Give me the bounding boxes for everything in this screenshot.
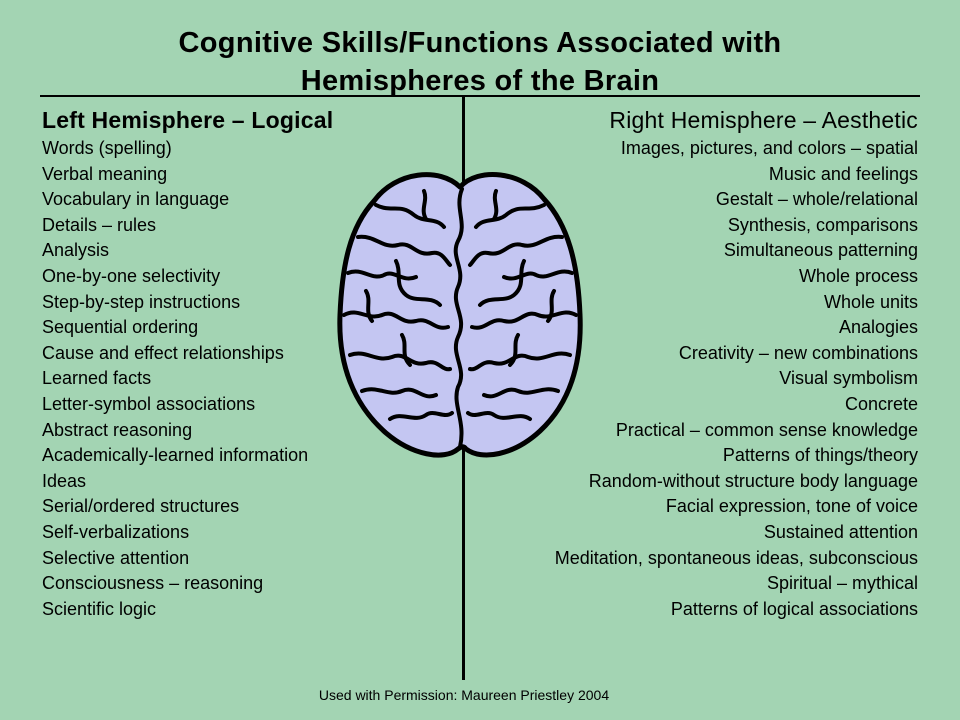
list-item: Patterns of things/theory bbox=[722, 445, 918, 466]
list-item: Synthesis, comparisons bbox=[727, 214, 918, 235]
list-item: Abstract reasoning bbox=[42, 419, 193, 440]
list-item: Verbal meaning bbox=[42, 163, 168, 184]
attribution: Used with Permission: Maureen Priestley … bbox=[318, 687, 610, 703]
right-heading: Right Hemisphere – Aesthetic bbox=[609, 107, 918, 133]
list-item: Whole process bbox=[798, 265, 918, 286]
list-item: Visual symbolism bbox=[779, 368, 918, 389]
list-item: Analysis bbox=[42, 240, 110, 261]
list-item: Facial expression, tone of voice bbox=[665, 496, 918, 517]
list-item: Spiritual – mythical bbox=[766, 573, 918, 594]
list-item: Cause and effect relationships bbox=[42, 342, 284, 363]
title-rule bbox=[40, 95, 920, 97]
list-item: Creativity – new combinations bbox=[678, 342, 918, 363]
list-item: Words (spelling) bbox=[42, 138, 172, 158]
right-hemisphere-column: Right Hemisphere – Aesthetic Images, pic… bbox=[478, 104, 918, 622]
list-item: Whole units bbox=[823, 291, 918, 312]
right-skill-list: Images, pictures, and colors – spatial M… bbox=[478, 136, 918, 622]
list-item: Details – rules bbox=[42, 214, 157, 235]
list-item: Concrete bbox=[844, 393, 918, 414]
list-item: Serial/ordered structures bbox=[42, 496, 240, 517]
brain-folds bbox=[342, 187, 578, 449]
list-item: Academically-learned information bbox=[42, 445, 309, 466]
list-item: Practical – common sense knowledge bbox=[615, 419, 918, 440]
list-item: Random-without structure body language bbox=[588, 470, 918, 491]
list-item: Patterns of logical associations bbox=[670, 598, 918, 619]
list-item: Ideas bbox=[42, 470, 87, 491]
list-item: Meditation, spontaneous ideas, subconsci… bbox=[554, 547, 918, 568]
brain-icon bbox=[337, 172, 583, 458]
left-hemisphere-column: Left Hemisphere – Logical Words (spellin… bbox=[42, 104, 462, 622]
list-item: Gestalt – whole/relational bbox=[715, 189, 918, 210]
list-item: Sequential ordering bbox=[42, 317, 199, 338]
list-item: Scientific logic bbox=[42, 598, 157, 619]
list-item: Self-verbalizations bbox=[42, 521, 190, 542]
title-line-1: Cognitive Skills/Functions Associated wi… bbox=[178, 27, 782, 60]
list-item: Sustained attention bbox=[763, 521, 918, 542]
page-title: Cognitive Skills/Functions Associated wi… bbox=[0, 24, 960, 100]
list-item: Learned facts bbox=[42, 368, 152, 389]
list-item: Selective attention bbox=[42, 547, 190, 568]
list-item: Vocabulary in language bbox=[42, 189, 230, 210]
list-item: Simultaneous patterning bbox=[723, 240, 918, 261]
list-item: Analogies bbox=[838, 317, 918, 338]
list-item: Music and feelings bbox=[768, 163, 918, 184]
list-item: One-by-one selectivity bbox=[42, 265, 221, 286]
left-skill-list: Words (spelling) Verbal meaning Vocabula… bbox=[42, 136, 462, 622]
list-item: Step-by-step instructions bbox=[42, 291, 241, 312]
title-line-2: Hemispheres of the Brain bbox=[300, 65, 660, 98]
list-item: Consciousness – reasoning bbox=[42, 573, 264, 594]
list-item: Letter-symbol associations bbox=[42, 393, 256, 414]
list-item: Images, pictures, and colors – spatial bbox=[620, 138, 918, 158]
left-heading: Left Hemisphere – Logical bbox=[42, 107, 334, 133]
